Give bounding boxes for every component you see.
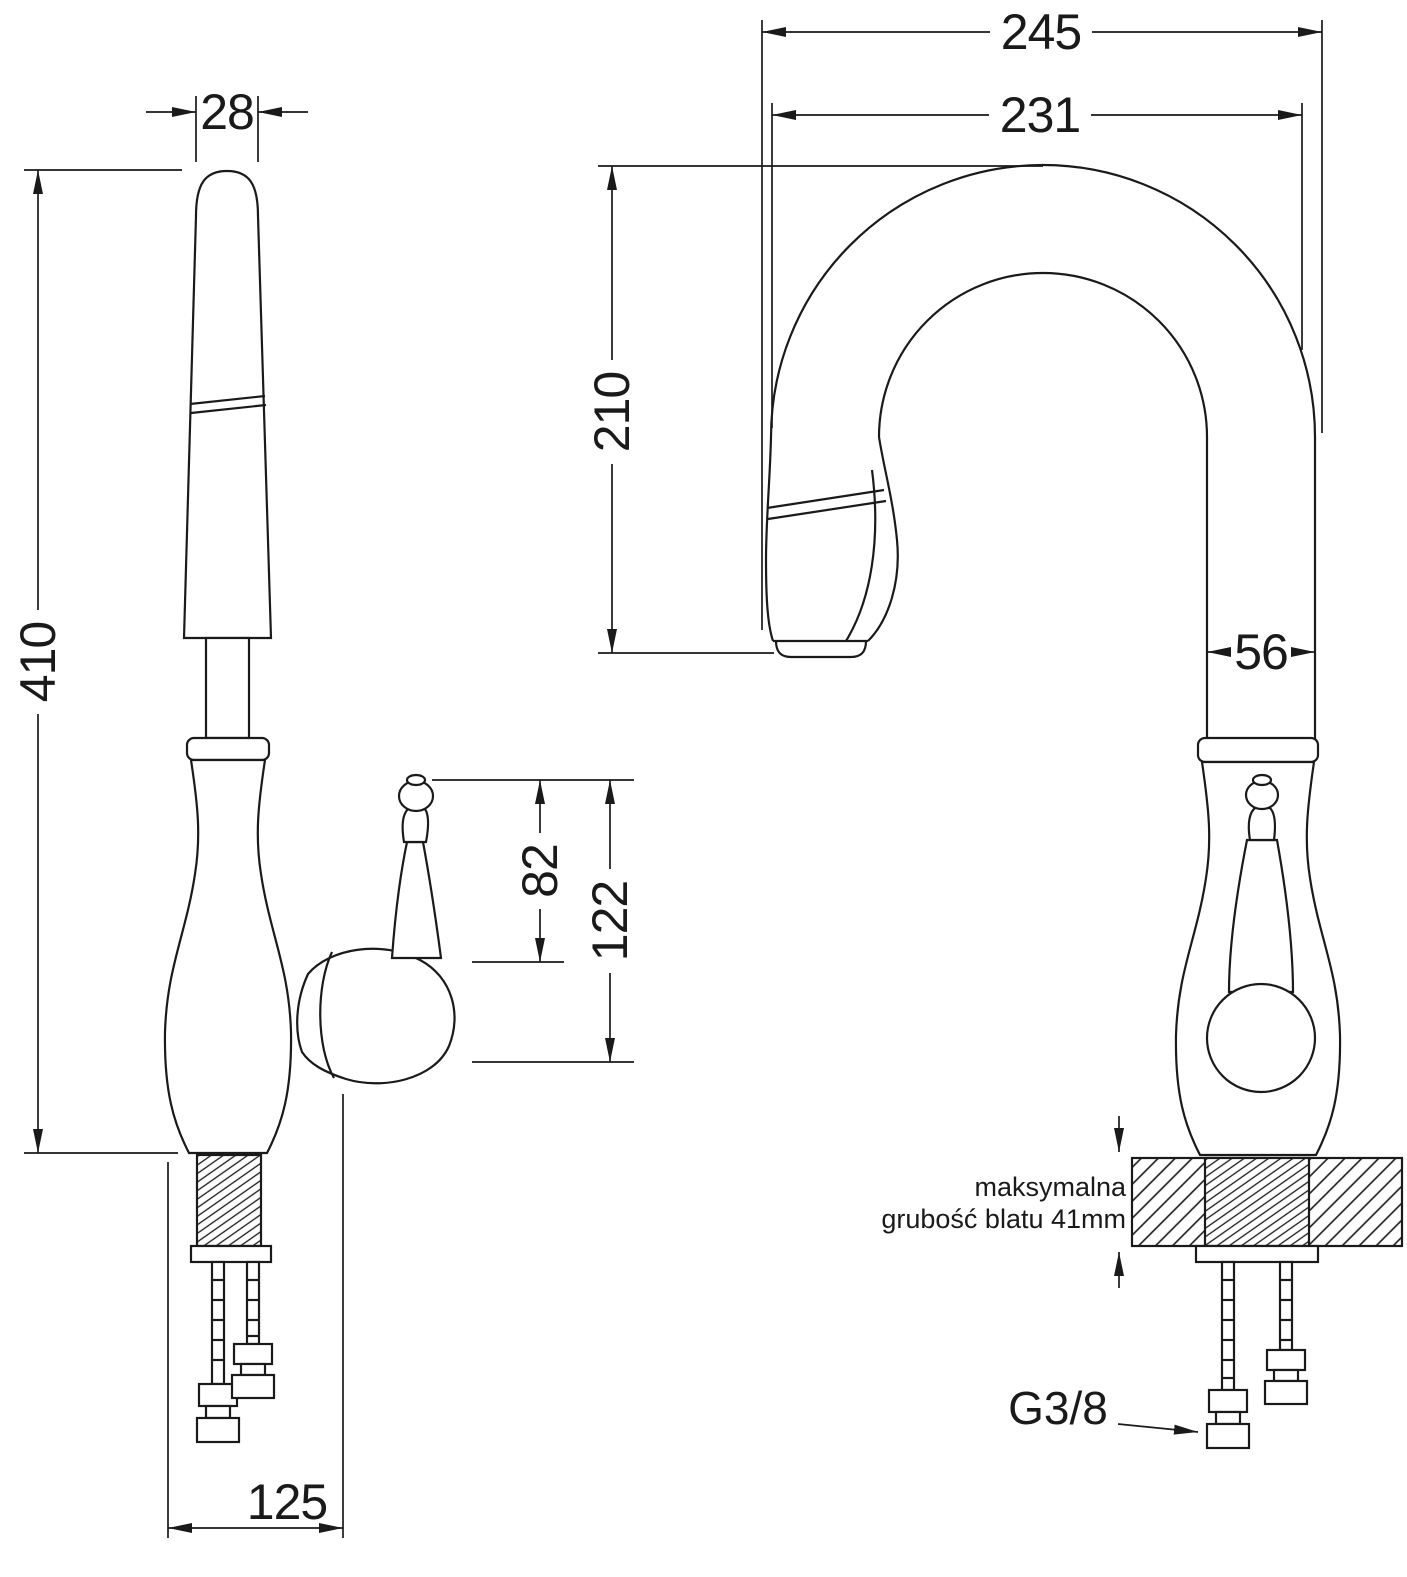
note-line2: grubość blatu 41mm <box>881 1204 1126 1234</box>
hose-fitting-nut <box>1205 1422 1251 1450</box>
dim-spout-width: 28 <box>146 84 308 162</box>
mounting-bracket <box>189 1244 273 1264</box>
hose-fitting <box>1214 1410 1242 1426</box>
stud-thread-ticks <box>1280 1278 1292 1342</box>
thread-label-arrow <box>1117 1423 1199 1435</box>
dim-overall-width: 245 <box>761 4 1323 630</box>
view-side <box>764 163 1404 1450</box>
dimensions: 28 410 82 122 125 <box>10 4 1323 1538</box>
thread-connection-label: G3/8 <box>1008 1382 1199 1435</box>
dim-column-width: 56 <box>1207 624 1315 680</box>
mounting-stud <box>1220 1260 1236 1392</box>
stud-thread-ticks <box>1222 1278 1234 1380</box>
handle-lever <box>1227 838 1295 994</box>
spout-column <box>182 169 273 640</box>
note-line1: maksymalna <box>974 1172 1127 1202</box>
spray-head-right-edge <box>867 436 899 642</box>
hose-fitting-nut <box>230 1373 276 1400</box>
view-front <box>163 169 456 1444</box>
spout-neck <box>204 636 251 740</box>
handle-socket-seam <box>319 951 335 1079</box>
spray-head-seam <box>766 488 885 510</box>
hose-fitting-nut <box>195 1416 241 1444</box>
handle-finial-neck <box>401 807 430 844</box>
spout-arc-inner <box>877 271 1209 740</box>
countertop-thickness-note: maksymalna grubość blatu 41mm <box>881 1116 1127 1288</box>
spout-arc-outer <box>769 163 1317 740</box>
dim-label-spout-width: 28 <box>200 84 254 140</box>
stud-thread-ticks <box>212 1278 224 1362</box>
dim-label-spout-reach: 231 <box>1000 87 1080 143</box>
hose-fitting <box>1272 1368 1300 1383</box>
threaded-shank <box>1203 1156 1311 1248</box>
threaded-shank <box>195 1153 263 1248</box>
spray-head-outlet <box>774 640 868 659</box>
dim-label-lever-top: 82 <box>512 844 568 898</box>
handle-socket <box>296 947 456 1085</box>
dim-label-column-width: 56 <box>1234 624 1288 680</box>
mounting-stud <box>1278 1260 1294 1352</box>
hose-fitting <box>1265 1348 1307 1372</box>
spray-head-left-edge <box>764 436 775 642</box>
hose-fitting <box>204 1404 232 1420</box>
base-flange <box>185 736 271 762</box>
stud-thread-ticks <box>247 1278 259 1338</box>
mounting-stud <box>245 1260 261 1346</box>
spray-head-seam <box>767 499 887 521</box>
spray-head-detail <box>845 469 877 642</box>
dim-label-spout-height: 210 <box>584 372 640 452</box>
faucet-body <box>163 758 293 1155</box>
dim-label-lever-bottom: 122 <box>582 881 638 961</box>
mounting-bracket <box>1194 1244 1320 1264</box>
dim-spout-reach: 231 <box>771 87 1303 428</box>
dim-label-overall-width: 245 <box>1001 4 1081 60</box>
handle-pivot <box>1205 982 1317 1094</box>
thread-size-label: G3/8 <box>1008 1382 1108 1434</box>
dim-label-total-height: 410 <box>10 622 66 702</box>
hose-fitting <box>1207 1388 1249 1414</box>
dim-label-base-width: 125 <box>247 1474 327 1530</box>
spout-seam-line <box>189 394 266 406</box>
handle-finial-neck <box>1247 806 1277 842</box>
dim-base-width: 125 <box>167 1094 344 1538</box>
hose-fitting <box>232 1342 274 1366</box>
hose-fitting-nut <box>1263 1379 1309 1406</box>
dim-lever: 82 122 <box>432 779 638 1063</box>
handle-finial-tip <box>405 773 427 787</box>
spout-seam-line <box>190 403 267 415</box>
handle-finial-tip <box>1251 773 1273 787</box>
dim-total-height: 410 <box>10 169 182 1154</box>
body-flange <box>1196 736 1320 764</box>
dim-spout-height: 210 <box>584 165 1043 654</box>
hose-fitting <box>239 1362 267 1377</box>
